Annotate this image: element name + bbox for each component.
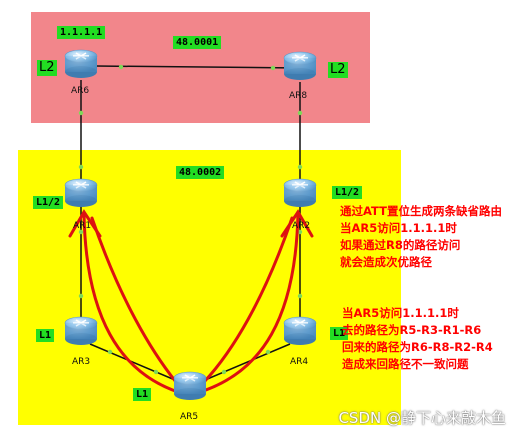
router-name-ar3: AR3 xyxy=(72,357,91,367)
router-ar6-icon[interactable] xyxy=(64,49,98,79)
router-ar1-icon[interactable] xyxy=(64,178,98,208)
att-explanation-note: 通过ATT置位生成两条缺省路由 当AR5访问1.1.1.1时 如果通过R8的路径… xyxy=(340,203,502,271)
link-port-markers xyxy=(78,64,303,375)
router-ar3-icon[interactable] xyxy=(64,316,98,346)
path-note-line: 造成来回路径不一致问题 xyxy=(342,357,469,371)
path-explanation-note: 当AR5访问1.1.1.1时 去的路径为R5-R3-R1-R6 回来的路径为R6… xyxy=(342,305,493,373)
router-name-ar4: AR4 xyxy=(290,357,309,367)
router-name-ar8: AR8 xyxy=(289,91,308,101)
level-tag-ar3: L1 xyxy=(36,329,55,342)
router-ar4-icon[interactable] xyxy=(283,316,317,346)
return-path-curve xyxy=(198,210,300,394)
level-tag-ar6: L2 xyxy=(37,60,57,76)
path-note-line: 当AR5访问1.1.1.1时 xyxy=(342,306,459,320)
link-ar4-ar5 xyxy=(204,343,291,381)
link-ar6-ar8 xyxy=(95,65,301,69)
router-ar2-icon[interactable] xyxy=(283,178,317,208)
links xyxy=(80,65,301,381)
level-tag-ar5: L1 xyxy=(133,388,152,401)
router-name-ar5: AR5 xyxy=(180,412,199,422)
path-arrows xyxy=(68,209,314,394)
router-name-ar2: AR2 xyxy=(292,221,311,231)
level-tag-ar4: L1 xyxy=(330,327,349,340)
loopback-label-ar6: 1.1.1.1 xyxy=(57,26,106,39)
router-ar5-icon[interactable] xyxy=(173,371,207,401)
path-note-line: 去的路径为R5-R3-R1-R6 xyxy=(342,323,482,337)
level-tag-ar1: L1/2 xyxy=(33,196,64,209)
path-note-line: 回来的路径为R6-R8-R2-R4 xyxy=(342,340,493,354)
level-tag-ar2: L1/2 xyxy=(332,186,363,199)
att-note-line: 当AR5访问1.1.1.1时 xyxy=(340,221,457,235)
area-label-top: 48.0001 xyxy=(173,36,222,49)
inner-path-curve-left xyxy=(90,216,178,384)
att-note-line: 就会造成次优路径 xyxy=(340,255,432,269)
router-ar8-icon[interactable] xyxy=(283,51,317,81)
att-note-line: 通过ATT置位生成两条缺省路由 xyxy=(340,204,502,218)
level-tag-ar8: L2 xyxy=(328,62,348,78)
router-name-ar6: AR6 xyxy=(71,86,90,96)
area-label-bottom: 48.0002 xyxy=(176,166,225,179)
att-note-line: 如果通过R8的路径访问 xyxy=(340,238,461,252)
watermark: CSDN @静下心来敲木鱼 xyxy=(338,409,506,427)
inner-path-curve-right xyxy=(202,216,294,384)
link-ar3-ar5 xyxy=(89,343,176,381)
router-name-ar1: AR1 xyxy=(73,221,92,231)
forward-path-curve xyxy=(82,212,180,394)
